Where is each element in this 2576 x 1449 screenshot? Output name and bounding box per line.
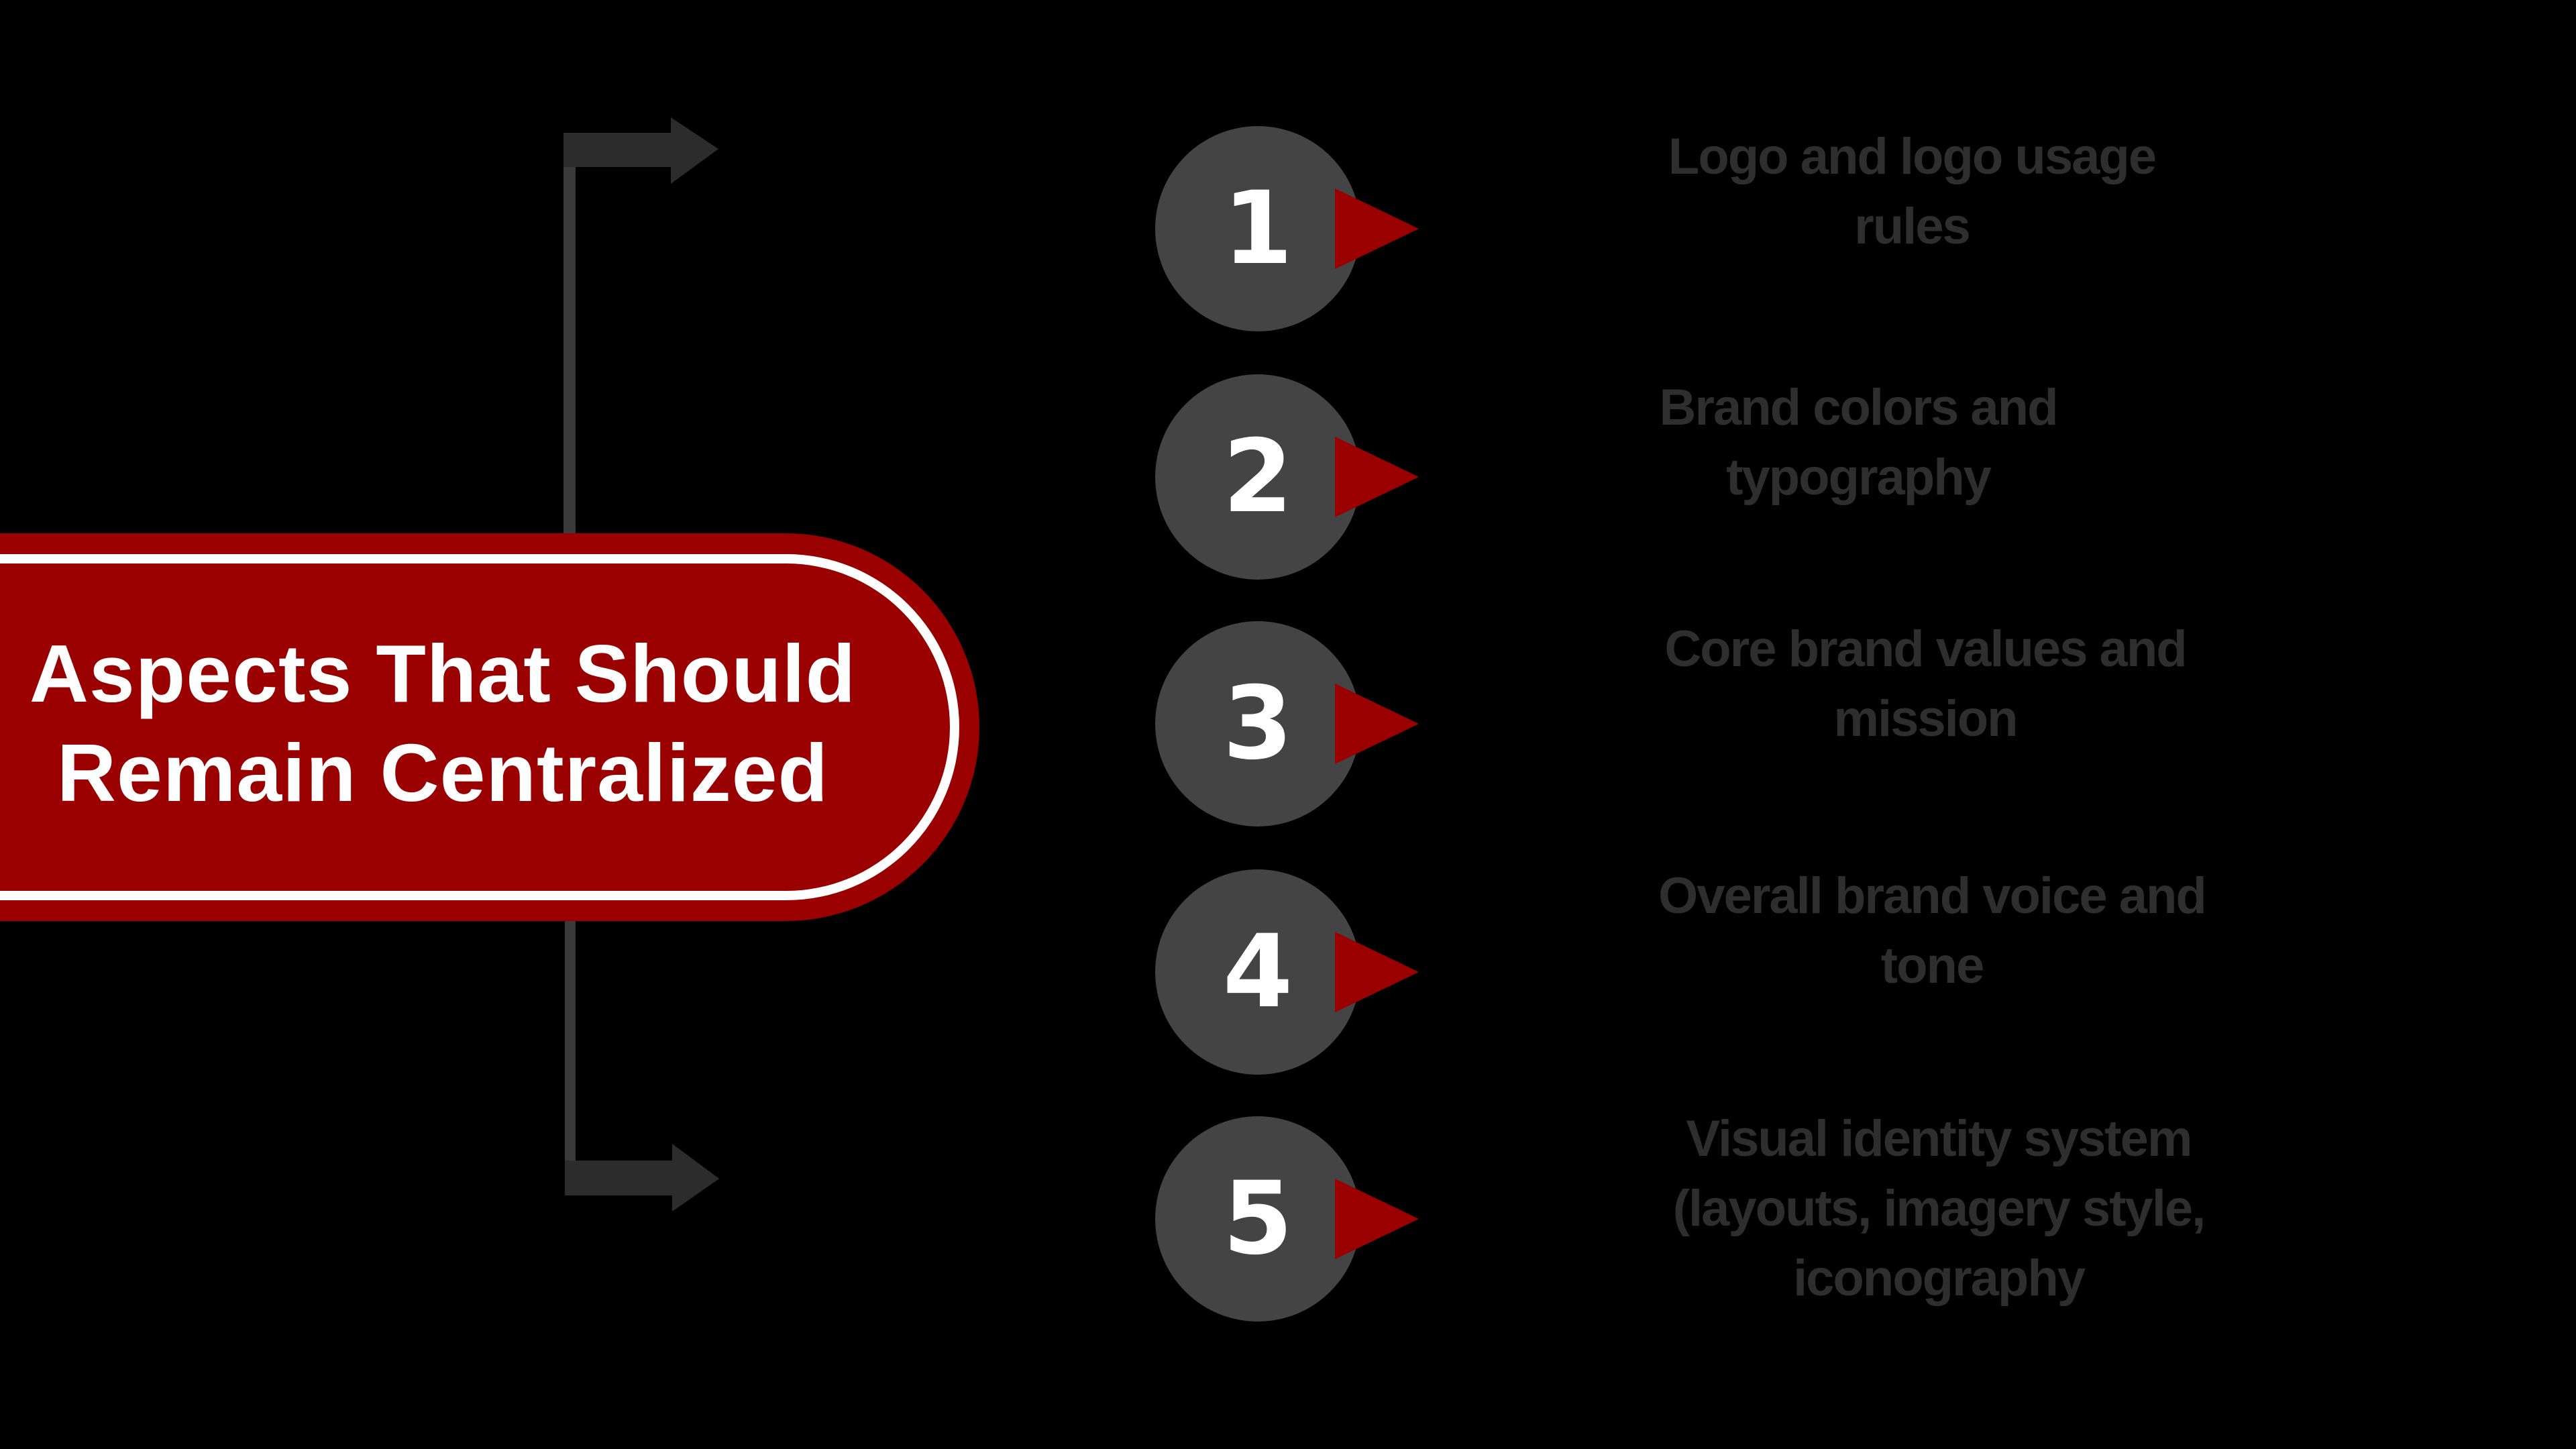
item-text: Logo and logo usage rules xyxy=(1637,122,2187,262)
top-arrow-right-icon xyxy=(564,117,718,184)
banner-title-line-1: Aspects That Should xyxy=(29,628,857,719)
item-text-line: Core brand values and xyxy=(1664,621,2187,678)
item-text-line: rules xyxy=(1854,198,1971,255)
triangle-right-icon xyxy=(1335,189,1419,269)
number-badge: 3 xyxy=(1155,621,1360,826)
list-item-5: 5 Visual identity system (layouts, image… xyxy=(0,1110,2576,1324)
banner-title: Aspects That Should Remain Centralized xyxy=(13,624,872,822)
item-text: Core brand values and mission xyxy=(1637,614,2214,754)
list-item-4: 4 Overall brand voice and tone xyxy=(0,867,2576,1077)
list-item-2: 2 Brand colors and typography xyxy=(0,374,2576,582)
triangle-right-icon xyxy=(1335,437,1419,517)
item-text-line: tone xyxy=(1880,937,1984,994)
item-text: Brand colors and typography xyxy=(1623,373,2093,513)
item-text: Visual identity system (layouts, imagery… xyxy=(1644,1104,2234,1313)
triangle-right-icon xyxy=(1335,1179,1419,1259)
item-text-line: Brand colors and xyxy=(1659,379,2059,436)
list-item-1: 1 Logo and logo usage rules xyxy=(0,126,2576,334)
triangle-right-icon xyxy=(1335,684,1419,764)
list-item-3: 3 Core brand values and mission xyxy=(0,621,2576,829)
bottom-arrow-right-icon xyxy=(565,1144,719,1212)
item-text-line: mission xyxy=(1833,690,2018,747)
banner-title-line-2: Remain Centralized xyxy=(56,727,829,818)
number-badge: 1 xyxy=(1155,126,1360,331)
triangle-right-icon xyxy=(1335,932,1419,1012)
item-text-line: Overall brand voice and xyxy=(1658,867,2207,924)
vertical-connector-line xyxy=(564,142,576,1162)
number-badge: 4 xyxy=(1155,869,1360,1075)
item-text-line: iconography xyxy=(1792,1250,2086,1307)
item-text-line: Visual identity system xyxy=(1686,1110,2193,1167)
number-badge: 5 xyxy=(1155,1116,1360,1322)
item-text-line: Logo and logo usage xyxy=(1668,128,2157,185)
item-text-line: typography xyxy=(1726,449,1992,506)
item-text: Overall brand voice and tone xyxy=(1630,861,2234,1001)
item-text-line: (layouts, imagery style, xyxy=(1672,1180,2206,1237)
number-badge: 2 xyxy=(1155,374,1360,580)
